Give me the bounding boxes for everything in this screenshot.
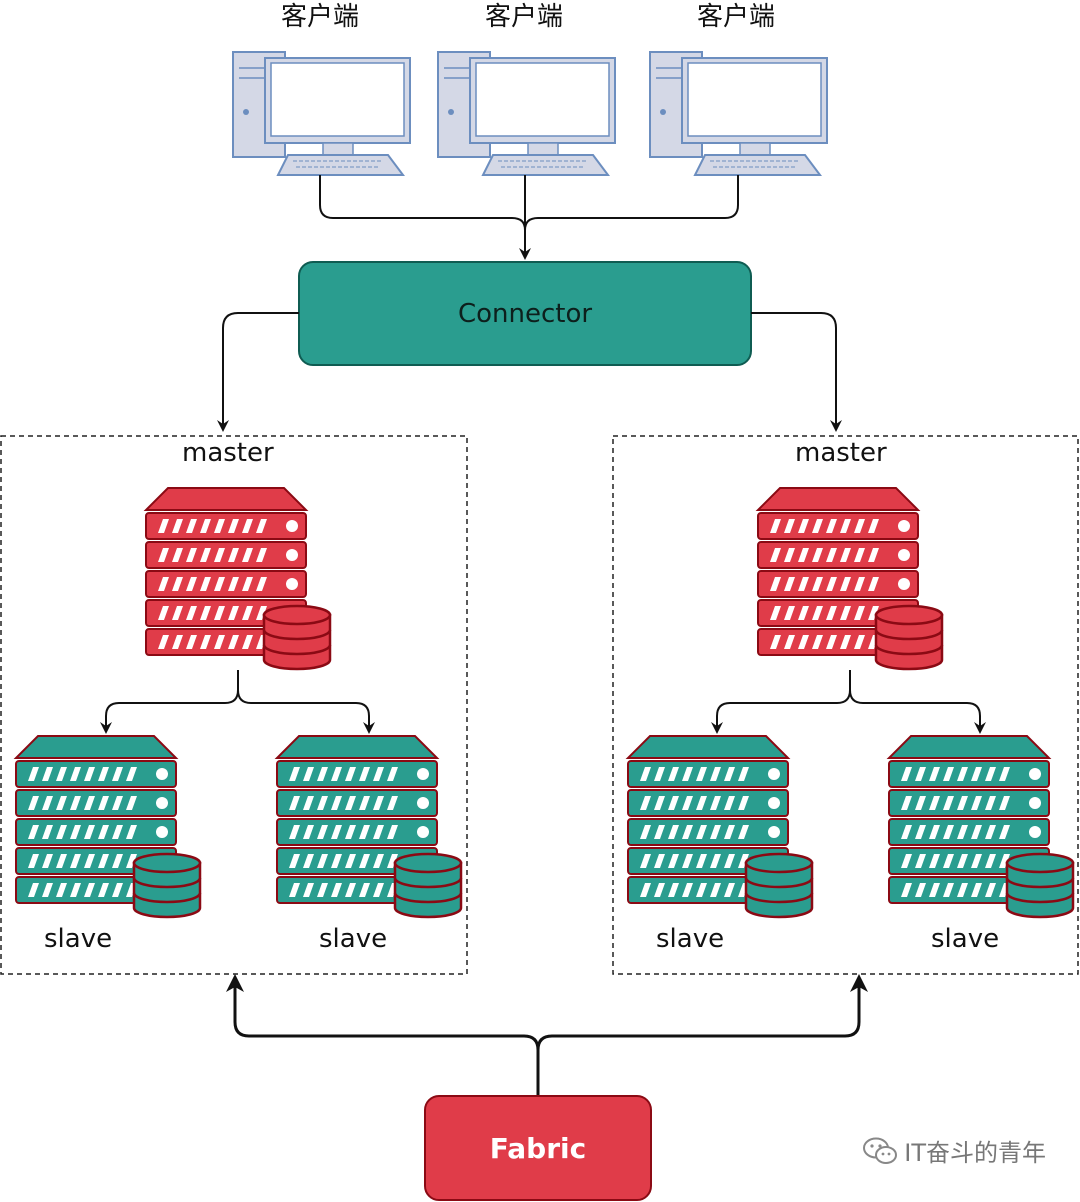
replication-link-right-2 (849, 689, 986, 734)
servers (13, 487, 1075, 919)
database-icon (874, 604, 944, 671)
computer-icon (437, 51, 616, 176)
fabric-label: Fabric (489, 1131, 587, 1165)
master-server-left (143, 487, 332, 671)
watermark-text: IT奋斗的青年 (904, 1139, 1046, 1167)
slave-label-right-2: slave (931, 924, 1000, 954)
database-icon (262, 604, 332, 671)
client-link-1 (319, 175, 531, 260)
slave-label-left-1: slave (44, 924, 113, 954)
connector-link-right (751, 312, 842, 432)
replication-link-left (100, 670, 239, 734)
database-icon (744, 852, 814, 919)
connector-label: Connector (457, 298, 593, 329)
wechat-icon (863, 1137, 898, 1164)
slave-label-right-1: slave (656, 924, 725, 954)
fabric-link-left (226, 974, 540, 1095)
client-label-3: 客户端 (697, 2, 776, 32)
master-label-right: master (795, 438, 887, 468)
master-server-right (755, 487, 944, 671)
cluster-group-right (612, 435, 1079, 975)
client-label-2: 客户端 (485, 2, 564, 32)
slave-server-left-1 (13, 735, 202, 919)
database-icon (1005, 852, 1075, 919)
database-icon (132, 852, 202, 919)
master-label-left: master (182, 438, 274, 468)
slave-server-right-1 (625, 735, 814, 919)
slave-server-right-2 (886, 735, 1075, 919)
connector-link-left (217, 312, 299, 432)
database-icon (393, 852, 463, 919)
client-label-1: 客户端 (281, 2, 360, 32)
slave-label-left-2: slave (319, 924, 388, 954)
computer-icon (232, 51, 411, 176)
replication-link-right (711, 670, 851, 734)
fabric-box[interactable] (424, 1095, 652, 1201)
slave-server-left-2 (274, 735, 463, 919)
computer-icon (649, 51, 828, 176)
fabric-link-right (536, 974, 868, 1051)
client-link-3 (524, 175, 739, 231)
replication-link-left-2 (237, 689, 375, 734)
watermark: IT奋斗的青年 (862, 1133, 1046, 1168)
client-computers (232, 51, 828, 176)
